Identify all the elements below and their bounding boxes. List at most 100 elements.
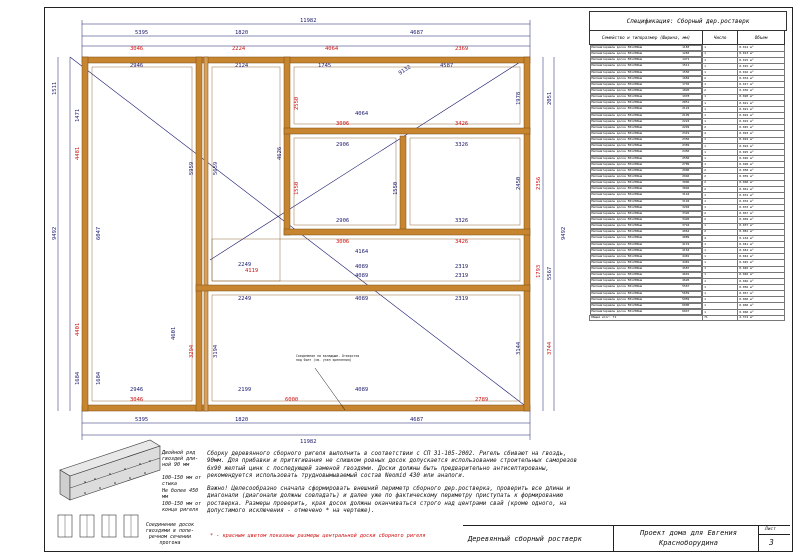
dim-inner-25: 2789 xyxy=(475,397,488,403)
spec-cell-family: Пиломатериалы доска 50х200мм xyxy=(591,94,643,99)
dim-inner-16: 2319 xyxy=(455,273,468,279)
dim-top-1: 5395 xyxy=(135,30,148,36)
spec-cell-width: 5567 xyxy=(682,284,690,289)
dim-left-5: 4401 xyxy=(75,323,81,336)
dim-row1-2: 2224 xyxy=(232,46,246,52)
drawing-name: Деревянный сборный ростверк xyxy=(468,535,582,543)
dimension-lines xyxy=(57,20,555,440)
spec-header-count: Число xyxy=(702,30,739,45)
spec-cell-width: 3006 xyxy=(682,180,690,185)
notes-paragraph-1: Сборку деревянного сборного ригеля выпол… xyxy=(207,451,577,479)
detail-label-double: Двойной ряд гвоздей дли-ной 90 мм xyxy=(162,450,199,468)
board-group xyxy=(81,56,531,412)
dim-bottom-3: 4687 xyxy=(410,417,423,423)
spec-cell-width: 2946 xyxy=(682,173,690,178)
board-vertical-1 xyxy=(195,56,203,412)
dim-inner-21: 2199 xyxy=(238,387,251,393)
spec-cell-family: Пиломатериалы доска 50х200мм xyxy=(591,210,643,215)
dim-inner-14: 2249 xyxy=(238,262,251,268)
dim-inner-13: 2319 xyxy=(455,264,468,270)
spec-cell-family: Пиломатериалы доска 50х200мм xyxy=(591,81,643,86)
spec-cell-family: Пиломатериалы доска 50х200мм xyxy=(591,167,643,172)
detail-label-spacing: 100—150 мм от стыка xyxy=(162,475,202,487)
dim-inner-12: 4089 xyxy=(355,264,368,270)
dim-left-7: 1684 xyxy=(96,371,102,385)
sheet-frame xyxy=(44,7,793,552)
spec-cell-width: 2319 xyxy=(682,130,690,135)
spec-cell-width: 5659 xyxy=(682,290,690,295)
spec-cell-family: Пиломатериалы доска 50х200мм xyxy=(591,180,643,185)
spec-cell-volume: 0.060 м³ xyxy=(737,308,785,317)
spec-cell-width: 4481 xyxy=(682,259,690,264)
spec-title: Спецификация: Сборный дер.ростверк xyxy=(589,11,787,31)
dim-right-4: 3744 xyxy=(547,341,553,355)
spec-cell-family: Пиломатериалы доска 50х200мм xyxy=(591,296,643,301)
spec-cell-width: 4626 xyxy=(682,278,690,283)
spec-cell-family: Пиломатериалы доска 50х200мм xyxy=(591,75,643,80)
dim-mid-10: 1793 xyxy=(536,265,542,278)
dim-right-2: 1978 xyxy=(516,92,522,105)
spec-cell-width: 4587 xyxy=(682,266,690,271)
spec-cell-family: Пиломатериалы доска 50х200мм xyxy=(591,63,643,68)
spec-cell-width: 2550 xyxy=(682,155,690,160)
spec-cell-width: 1978 xyxy=(682,94,690,99)
project-name: Проект дома для Евгения Красноборудина xyxy=(640,529,737,547)
spec-cell-width: 1745 xyxy=(682,81,690,86)
spec-cell-family: Пиломатериалы доска 50х200мм xyxy=(591,106,643,111)
spec-cell-width: 3194 xyxy=(682,198,690,203)
spec-cell-family: Пиломатериалы доска 50х200мм xyxy=(591,290,643,295)
spec-cell-width: 2789 xyxy=(682,161,690,166)
spec-cell-volume: 0.012 м³ xyxy=(737,44,785,52)
dim-diagonal: 9132 xyxy=(398,64,412,76)
spec-cell-width: 4089 xyxy=(682,235,690,240)
dim-inner-5: 3326 xyxy=(455,142,468,148)
spec-cell-family: Пиломатериалы доска 50х200мм xyxy=(591,216,643,221)
spec-cell-family: Пиломатериалы доска 50х200мм xyxy=(591,247,643,252)
dim-left-6: 1684 xyxy=(75,371,81,385)
spec-cell-width: 6000 xyxy=(682,302,690,307)
dim-right-overall: 9492 xyxy=(561,227,567,240)
spec-cell-family: Пиломатериалы доска 50х200мм xyxy=(591,130,643,135)
spec-cell-family: Пиломатериалы доска 50х200мм xyxy=(591,284,643,289)
dim-inner-23: 3046 xyxy=(130,397,143,403)
dim-mid-7: 2550 xyxy=(294,97,300,110)
spec-cell-width: 6047 xyxy=(682,309,690,314)
spec-cell-width: 3326 xyxy=(682,210,690,215)
red-footnote: * - красным цветом показаны размеры цент… xyxy=(210,533,426,539)
dim-left-3: 4481 xyxy=(75,147,81,160)
dim-bottom-1: 5395 xyxy=(135,417,148,423)
notes-block: Сборку деревянного сборного ригеля выпол… xyxy=(207,451,587,521)
spec-cell-family: Пиломатериалы доска 50х200мм xyxy=(591,309,643,314)
board-top-outer xyxy=(81,56,531,64)
spec-cell-width: 3144 xyxy=(682,192,690,197)
board-edges xyxy=(91,66,521,402)
sheet-label: Лист xyxy=(765,527,776,532)
spec-cell-width: 1684 xyxy=(682,75,690,80)
spec-cell-width: 3744 xyxy=(682,223,690,228)
spec-cell-family: Пиломатериалы доска 50х200мм xyxy=(591,118,643,123)
board-bottom-outer xyxy=(81,404,531,412)
dim-inner-19: 2319 xyxy=(455,296,468,302)
spec-cell-family: Пиломатериалы доска 50х200мм xyxy=(591,57,643,62)
dim-row1-1: 3046 xyxy=(130,46,143,52)
dim-top-3: 4687 xyxy=(410,30,423,36)
detail-label-max: Не более 450 мм xyxy=(162,488,199,500)
spec-header-family: Семейство и типоразмер (Ширина, мм) xyxy=(588,30,704,45)
dim-inner-4: 2906 xyxy=(336,142,349,148)
spec-cell-width: 4401 xyxy=(682,253,690,258)
spec-cell-width: 2199 xyxy=(682,112,690,117)
spec-cell-width: 2051 xyxy=(682,100,690,105)
spec-cell-family: Пиломатериалы доска 50х200мм xyxy=(591,259,643,264)
spec-cell-width: 4119 xyxy=(682,241,690,246)
board-vertical-2 xyxy=(283,56,291,236)
detail-sketch xyxy=(57,439,161,538)
dim-left-4: 6047 xyxy=(96,227,102,240)
